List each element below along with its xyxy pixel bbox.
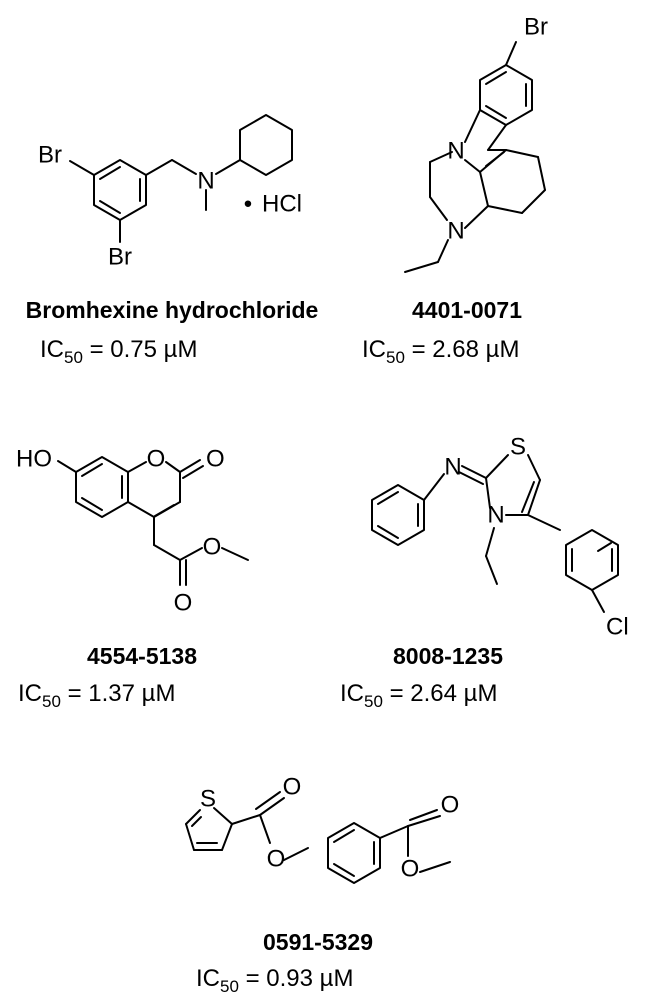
atom-label-n: N (444, 453, 461, 480)
atom-label-s: S (200, 785, 216, 812)
atom-label-n: N (197, 167, 214, 194)
atom-label-n: N (487, 501, 504, 528)
structure-bromhexine (69, 114, 293, 243)
structure-8008-1235 (371, 454, 619, 613)
atom-label-o: O (147, 445, 166, 472)
atom-label-o: O (206, 445, 225, 472)
atom-label-o: O (441, 791, 460, 818)
structure-4401-0071 (404, 41, 546, 273)
atom-label-o: O (401, 855, 420, 882)
compound-name: 8008-1235 (393, 643, 503, 669)
atom-label-br: Br (108, 243, 132, 270)
ic50-label: IC50 = 1.37 µM (18, 680, 176, 711)
atom-label-hcl: HCl (262, 190, 302, 217)
compound-name: 4554-5138 (87, 643, 197, 669)
atom-label-o: O (174, 589, 193, 616)
ic50-label: IC50 = 2.64 µM (340, 680, 498, 711)
structure-0591-5329 (185, 791, 451, 884)
atom-label-cl: Cl (606, 613, 629, 640)
structure-4554-5138 (57, 456, 249, 586)
compound-name: Bromhexine hydrochloride (26, 297, 319, 323)
atom-label-o: O (283, 773, 302, 800)
compound-name: 0591-5329 (263, 929, 373, 955)
salt-dot: • (244, 190, 252, 217)
atom-label-s: S (510, 433, 526, 460)
atom-label-n: N (447, 137, 464, 164)
atom-label-o: O (267, 845, 286, 872)
atom-label-o: O (203, 533, 222, 560)
ic50-label: IC50 = 2.68 µM (362, 336, 520, 367)
atom-label-br: Br (524, 13, 548, 40)
atom-label-ho: HO (16, 445, 52, 472)
compound-name: 4401-0071 (412, 297, 522, 323)
atom-label-n: N (447, 217, 464, 244)
atom-label-br: Br (38, 141, 62, 168)
ic50-label: IC50 = 0.93 µM (196, 965, 354, 996)
ic50-label: IC50 = 0.75 µM (40, 336, 198, 367)
